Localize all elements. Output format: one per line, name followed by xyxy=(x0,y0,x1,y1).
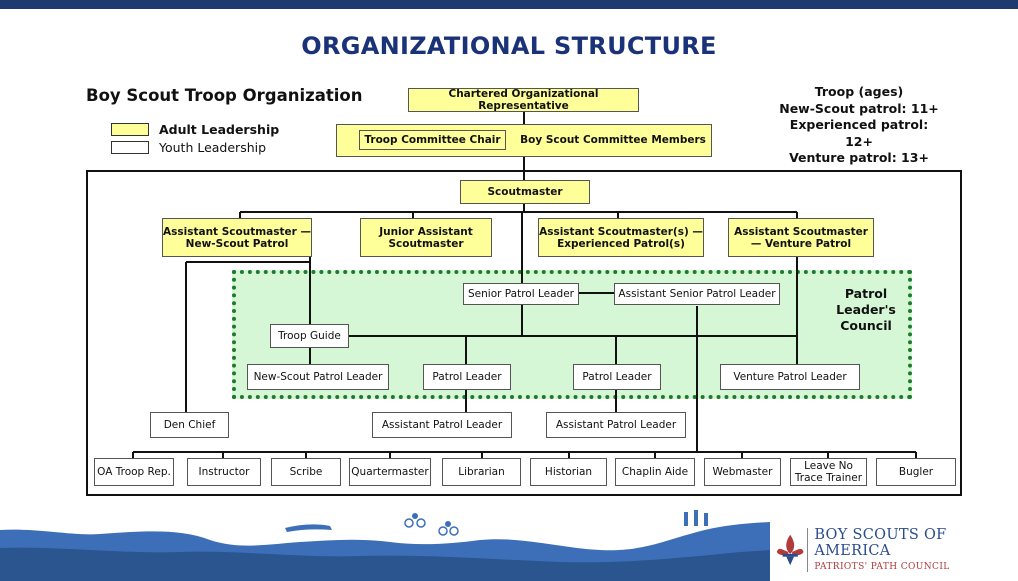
node-venture-patrol-leader: Venture Patrol Leader xyxy=(720,364,860,390)
node-scribe: Scribe xyxy=(271,458,341,486)
node-instructor: Instructor xyxy=(187,458,261,486)
node-committee-chair: Troop Committee Chair xyxy=(359,130,506,150)
node-assistant-senior-patrol-leader: Assistant Senior Patrol Leader xyxy=(614,283,780,305)
ages-experienced: Experienced patrol: 12+ xyxy=(789,117,929,149)
node-junior-asm: Junior Assistant Scoutmaster xyxy=(360,218,492,257)
node-assistant-patrol-leader-1: Assistant Patrol Leader xyxy=(372,412,512,438)
node-asm-venture: Assistant Scoutmaster — Venture Patrol xyxy=(728,218,874,257)
logo-divider xyxy=(807,527,809,572)
node-patrol-leader-2: Patrol Leader xyxy=(573,364,661,390)
ages-new-scout: New-Scout patrol: 11+ xyxy=(779,100,939,116)
troop-ages: Troop (ages) New-Scout patrol: 11+ Exper… xyxy=(774,84,944,167)
node-senior-patrol-leader: Senior Patrol Leader xyxy=(463,283,579,305)
chart-subtitle: Boy Scout Troop Organization xyxy=(86,86,363,105)
legend-youth: Youth Leadership xyxy=(111,140,266,155)
node-librarian: Librarian xyxy=(442,458,521,486)
legend-swatch-yellow xyxy=(111,123,149,136)
bsa-logo-block: BOY SCOUTS OF AMERICA PATRIOTS' PATH COU… xyxy=(773,527,1018,572)
council-name: PATRIOTS' PATH COUNCIL xyxy=(814,562,950,572)
legend-youth-label: Youth Leadership xyxy=(159,140,267,155)
node-committee-members: Boy Scout Committee Members xyxy=(520,134,706,146)
node-historian: Historian xyxy=(530,458,607,486)
node-troop-guide: Troop Guide xyxy=(270,324,349,348)
node-scoutmaster: Scoutmaster xyxy=(460,180,590,204)
node-asm-new-scout: Assistant Scoutmaster — New-Scout Patrol xyxy=(162,218,312,257)
page-title: ORGANIZATIONAL STRUCTURE xyxy=(301,32,717,60)
node-oa-troop-rep: OA Troop Rep. xyxy=(94,458,174,486)
node-webmaster: Webmaster xyxy=(704,458,781,486)
bsa-name: BOY SCOUTS OF AMERICA xyxy=(814,527,947,559)
ages-heading: Troop (ages) xyxy=(814,84,904,99)
top-bar xyxy=(0,0,1018,9)
ages-venture: Venture patrol: 13+ xyxy=(789,150,929,165)
node-chaplin-aide: Chaplin Aide xyxy=(615,458,695,486)
landscape-illustration xyxy=(0,510,770,581)
fleur-de-lis-icon xyxy=(776,534,804,565)
node-leave-no-trace-trainer: Leave No Trace Trainer xyxy=(790,458,867,486)
node-asm-experienced: Assistant Scoutmaster(s) — Experienced P… xyxy=(538,218,704,257)
node-new-scout-patrol-leader: New-Scout Patrol Leader xyxy=(247,364,389,390)
legend-adult: Adult Leadership xyxy=(111,122,279,137)
node-bugler: Bugler xyxy=(876,458,956,486)
node-assistant-patrol-leader-2: Assistant Patrol Leader xyxy=(546,412,686,438)
node-chartered-org-rep: Chartered Organizational Representative xyxy=(408,88,639,112)
node-den-chief: Den Chief xyxy=(150,412,229,438)
node-quartermaster: Quartermaster xyxy=(349,458,431,486)
legend-adult-label: Adult Leadership xyxy=(159,122,280,137)
node-patrol-leader-1: Patrol Leader xyxy=(423,364,511,390)
legend-swatch-white xyxy=(111,141,149,154)
council-label: Patrol Leader's Council xyxy=(836,286,896,333)
